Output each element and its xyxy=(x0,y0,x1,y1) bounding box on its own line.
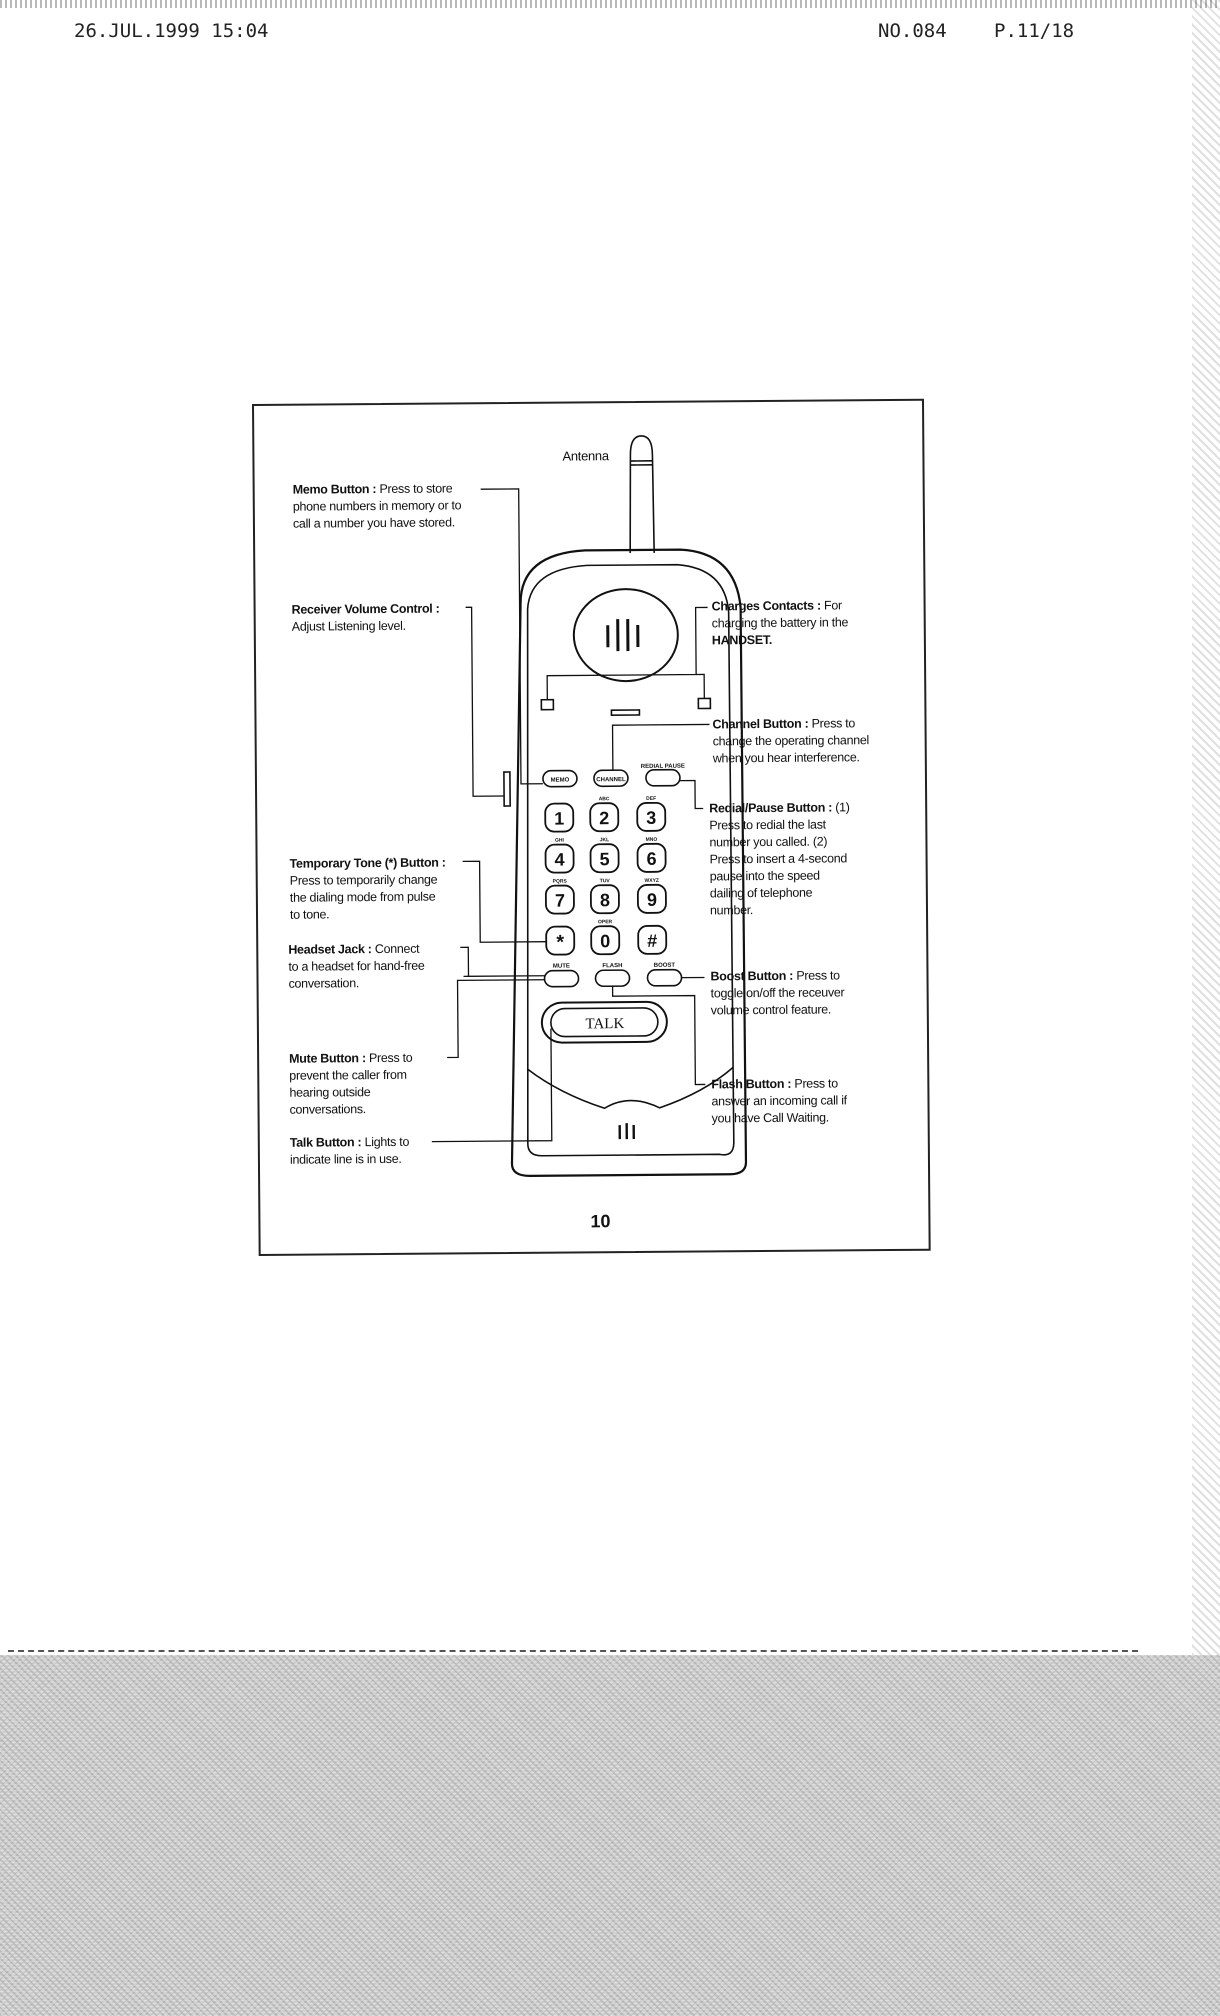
receiver-volume-label: Receiver Volume Control : Adjust Listeni… xyxy=(291,601,440,634)
key-1: 1 xyxy=(554,809,564,829)
redial-pause-key: REDIAL PAUSE xyxy=(641,764,685,770)
handset-diagram: MEMO CHANNEL REDIAL PAUSE 1 2 3 4 5 6 7 … xyxy=(431,435,748,1177)
flash-key: FLASH xyxy=(602,963,622,969)
fax-header: 26.JUL.1999 15:04 NO.084 P.11/18 xyxy=(0,20,1220,50)
page-bottom-edge xyxy=(8,1650,1138,1652)
flash-button-label: Flash Button : Press to answer an incomi… xyxy=(711,1076,847,1126)
diagram-frame: MEMO CHANNEL REDIAL PAUSE 1 2 3 4 5 6 7 … xyxy=(252,398,931,1256)
receiver-volume-slider xyxy=(503,771,511,807)
key-hash: # xyxy=(647,931,657,951)
talk-key: TALK xyxy=(585,1016,624,1032)
key-letters-wxyz: WXYZ xyxy=(645,878,659,884)
handset-body xyxy=(510,548,748,1177)
scan-edge-top xyxy=(0,0,1220,8)
boost-button-label: Boost Button : Press to toggle on/off th… xyxy=(710,968,845,1018)
key-letters-ghi: GHI xyxy=(555,838,565,844)
charge-contact-left xyxy=(540,698,555,711)
key-letters-abc: ABC xyxy=(599,796,610,802)
memo-button-label: Memo Button : Press to store phone numbe… xyxy=(292,481,462,531)
key-4: 4 xyxy=(555,850,565,870)
key-0: 0 xyxy=(600,931,610,951)
antenna-shape xyxy=(629,435,655,554)
key-9: 9 xyxy=(647,890,657,910)
talk-button-label: Talk Button : Lights to indicate line is… xyxy=(289,1134,410,1167)
key-8: 8 xyxy=(600,890,610,910)
key-letters-oper: OPER xyxy=(598,919,613,925)
charges-contacts-label: Charges Contacts : For charging the batt… xyxy=(711,598,849,648)
fax-page: P.11/18 xyxy=(994,20,1075,42)
key-7: 7 xyxy=(555,891,565,911)
boost-key: BOOST xyxy=(654,963,676,969)
scan-edge-right xyxy=(1192,0,1220,1655)
key-letters-jkl: JKL xyxy=(600,837,609,843)
key-letters-mno: MNO xyxy=(646,837,658,843)
scan-background xyxy=(0,1655,1220,2016)
channel-key: CHANNEL xyxy=(596,777,626,783)
antenna-label: Antenna xyxy=(562,448,609,464)
key-letters-pqrs: PQRS xyxy=(553,879,568,885)
page-number: 10 xyxy=(590,1211,611,1232)
mute-button-label: Mute Button : Press to prevent the calle… xyxy=(289,1050,413,1117)
earpiece xyxy=(572,588,679,683)
key-5: 5 xyxy=(600,849,610,869)
fax-number: NO.084 xyxy=(878,20,947,42)
headset-jack-label: Headset Jack : Connect to a headset for … xyxy=(288,941,425,991)
temporary-tone-label: Temporary Tone (*) Button : Press to tem… xyxy=(289,855,446,922)
channel-button-label: Channel Button : Press to change the ope… xyxy=(712,716,870,766)
key-2: 2 xyxy=(599,808,609,828)
key-letters-def: DEF xyxy=(646,796,656,802)
charge-contact-right xyxy=(697,697,712,710)
key-3: 3 xyxy=(646,808,656,828)
fax-datetime: 26.JUL.1999 15:04 xyxy=(74,20,269,42)
key-letters-tuv: TUV xyxy=(600,878,611,884)
key-6: 6 xyxy=(646,849,656,869)
memo-key: MEMO xyxy=(551,778,570,784)
key-star: * xyxy=(556,932,564,954)
redial-pause-label: Redial/Pause Button : (1) Press to redia… xyxy=(709,800,850,918)
mute-key: MUTE xyxy=(553,964,570,970)
